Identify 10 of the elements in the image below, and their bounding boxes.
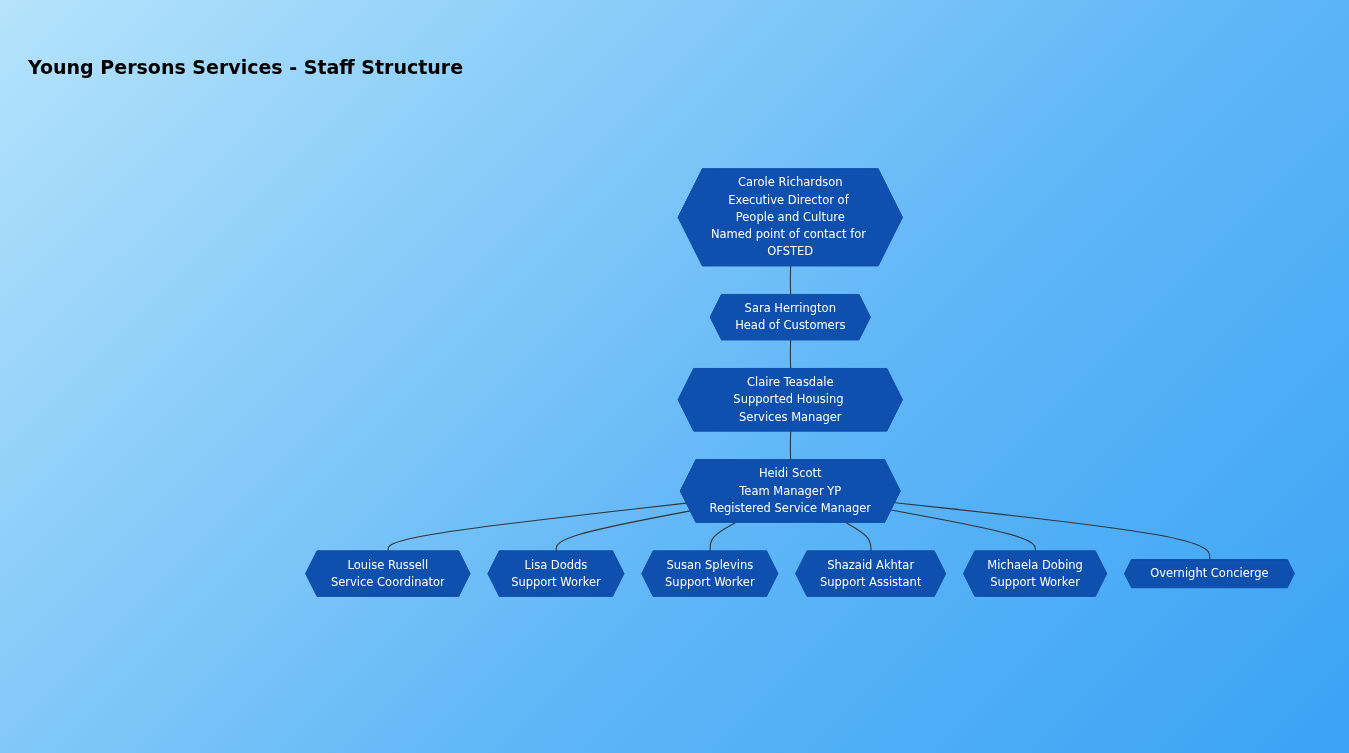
connector (789, 339, 792, 370)
connector (789, 430, 792, 461)
connector (789, 265, 792, 296)
connector (890, 509, 1036, 552)
connector (709, 522, 737, 552)
connector (555, 510, 691, 552)
connector (894, 502, 1211, 561)
connector (387, 502, 688, 552)
connector (845, 522, 872, 552)
diagram-title: Young Persons Services - Staff Structure (28, 56, 464, 78)
